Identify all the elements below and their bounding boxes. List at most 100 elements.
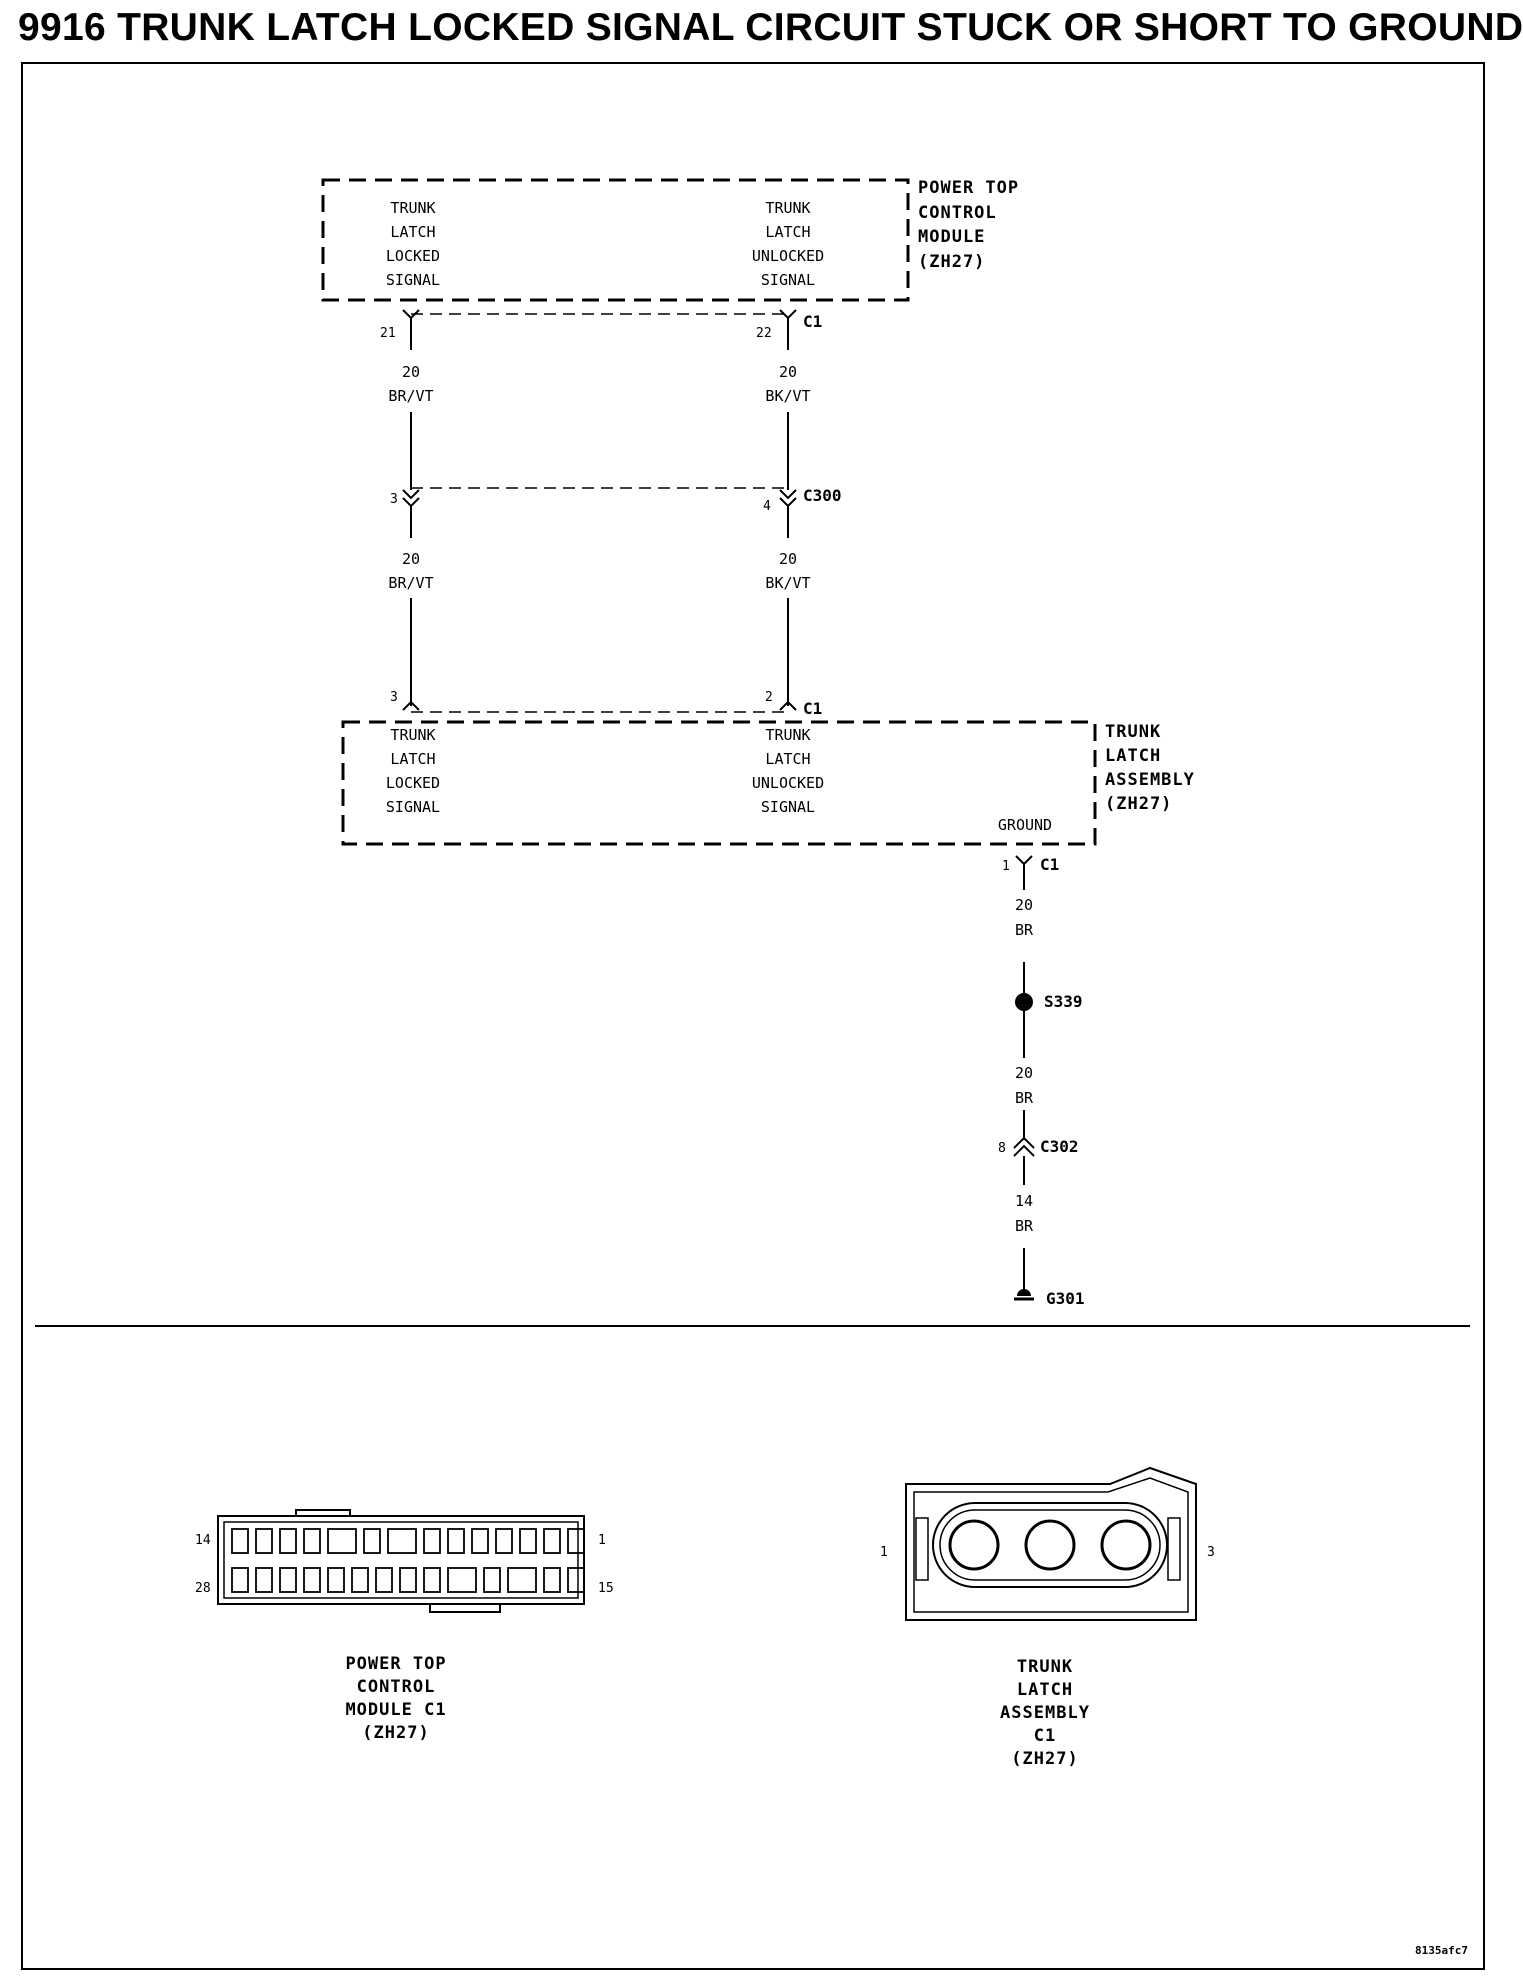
pctm-c1-bottom-cavity-7 [375, 1567, 393, 1593]
latch-module-name: TRUNK LATCH ASSEMBLY (ZH27) [1105, 722, 1194, 814]
pctm-c1-bottom-cavity-1 [231, 1567, 249, 1593]
latch-c1-caption: TRUNK LATCH ASSEMBLY C1 (ZH27) [1000, 1657, 1089, 1769]
pctm-locked-signal-label: TRUNK LATCH LOCKED SIGNAL [386, 199, 440, 289]
latch-c1-pin-cavity-1 [948, 1519, 1000, 1571]
pctm-unlocked-line2: LATCH [765, 223, 810, 241]
pctm-c1-bottom-cavity-2 [255, 1567, 273, 1593]
pctm-module-name: POWER TOP CONTROL MODULE (ZH27) [918, 178, 1019, 272]
pctm-c1-top-cavity-14 [567, 1528, 585, 1554]
pctm-c1-bottom-cavity-9 [423, 1567, 441, 1593]
latch-name-line1: TRUNK [1105, 722, 1161, 742]
pctm-c1-bottom-cavity-6 [351, 1567, 369, 1593]
pctm-name-line1: POWER TOP [918, 178, 1019, 198]
c302-connector-symbol [1013, 1136, 1035, 1157]
pctm-c1-top-cavity-7 [387, 1528, 417, 1554]
pctm-c1-pin-1: 1 [598, 1533, 606, 1548]
ground-g301-dot [1017, 1289, 1031, 1296]
pctm-pin-22: 22 [756, 326, 772, 341]
pctm-unlocked-signal-label: TRUNK LATCH UNLOCKED SIGNAL [752, 199, 824, 289]
c300-pin-3: 3 [390, 492, 398, 507]
latch-unlocked-signal-label: TRUNK LATCH UNLOCKED SIGNAL [752, 726, 824, 816]
latch-connector-c1: C1 [803, 699, 822, 718]
wire-unlocked-gauge-1: 20 [779, 363, 797, 381]
pctm-name-line3: MODULE [918, 227, 985, 247]
latch-unlocked-line1: TRUNK [765, 726, 810, 744]
pctm-c1-bottom-cavity-3 [279, 1567, 297, 1593]
latch-locked-line1: TRUNK [390, 726, 435, 744]
latch-c1-caption-line4: C1 [1034, 1726, 1056, 1746]
pctm-c1-top-pin-row [231, 1528, 585, 1554]
pctm-c1-caption-line4: (ZH27) [362, 1723, 429, 1743]
latch-locked-signal-label: TRUNK LATCH LOCKED SIGNAL [386, 726, 440, 816]
pctm-c1-connector-view [217, 1509, 585, 1613]
ground-g301-label: G301 [1046, 1289, 1085, 1308]
pctm-pin-21: 21 [380, 326, 396, 341]
ground-wire1-color: BR [1015, 921, 1034, 939]
latch-locked-line3: LOCKED [386, 774, 440, 792]
latch-pin-3: 3 [390, 690, 398, 705]
latch-c1-caption-line1: TRUNK [1017, 1657, 1073, 1677]
latch-ground-label: GROUND [998, 816, 1052, 834]
pctm-c1-top-cavity-3 [279, 1528, 297, 1554]
latch-unlocked-line3: UNLOCKED [752, 774, 824, 792]
pctm-unlocked-line3: UNLOCKED [752, 247, 824, 265]
wire-locked-gauge-2: 20 [402, 550, 420, 568]
latch-c1-housing-outer [905, 1466, 1197, 1621]
pctm-c1-caption-line2: CONTROL [357, 1677, 436, 1697]
ground-wire3-gauge: 14 [1015, 1192, 1033, 1210]
wire-locked-color-1: BR/VT [388, 387, 433, 405]
latch-pin-2: 2 [765, 690, 773, 705]
latch-c1-pin-1: 1 [880, 1545, 888, 1560]
latch-unlocked-line2: LATCH [765, 750, 810, 768]
pctm-c1-bottom-cavity-10 [447, 1567, 477, 1593]
pctm-locked-line3: LOCKED [386, 247, 440, 265]
c300-left-symbol [402, 489, 420, 508]
pctm-c1-top-cavity-2 [255, 1528, 273, 1554]
pctm-c1-bottom-cavity-4 [303, 1567, 321, 1593]
pctm-locked-line2: LATCH [390, 223, 435, 241]
latch-ground-pin-1: 1 [1002, 859, 1010, 874]
pctm-c1-bottom-cavity-14 [567, 1567, 585, 1593]
latch-unlocked-line4: SIGNAL [761, 798, 815, 816]
pctm-c1-top-cavity-8 [423, 1528, 441, 1554]
pctm-c1-top-cavity-9 [447, 1528, 465, 1554]
latch-name-line4: (ZH27) [1105, 794, 1172, 814]
pctm-name-line2: CONTROL [918, 203, 997, 223]
latch-ground-pin-symbol [1015, 855, 1033, 866]
pctm-c1-top-cavity-6 [363, 1528, 381, 1554]
latch-c1-cavity-outline [932, 1502, 1168, 1588]
latch-assembly-box [341, 720, 1097, 846]
outer-frame [21, 62, 1485, 1970]
latch-c1-pin-cavity-2 [1024, 1519, 1076, 1571]
latch-c1-left-tab [915, 1517, 929, 1581]
pctm-locked-line1: TRUNK [390, 199, 435, 217]
latch-locked-line2: LATCH [390, 750, 435, 768]
latch-ground-connector-c1: C1 [1040, 855, 1059, 874]
pctm-c1-bottom-cavity-5 [327, 1567, 345, 1593]
latch-c1-housing-inner [913, 1477, 1189, 1613]
latch-pin3-connector-symbol [402, 700, 420, 711]
latch-c1-caption-line5: (ZH27) [1011, 1749, 1078, 1769]
pctm-c1-top-cavity-5 [327, 1528, 357, 1554]
latch-c1-connector-view [905, 1466, 1197, 1621]
splice-s339-label: S339 [1044, 992, 1083, 1011]
pctm-module-box [321, 178, 910, 302]
c302-connector-label: C302 [1040, 1137, 1079, 1156]
pctm-name-line4: (ZH27) [918, 252, 985, 272]
ground-wire2-color: BR [1015, 1089, 1034, 1107]
pctm-c1-top-cavity-4 [303, 1528, 321, 1554]
pctm-c1-pin-15: 15 [598, 1581, 614, 1596]
pctm-c1-pin-28: 28 [195, 1581, 211, 1596]
pctm-c1-bottom-key [429, 1604, 501, 1613]
wire-locked-color-2: BR/VT [388, 574, 433, 592]
pctm-c1-top-cavity-12 [519, 1528, 537, 1554]
pctm-c1-pin-14: 14 [195, 1533, 211, 1548]
wire-unlocked-color-1: BK/VT [765, 387, 810, 405]
pctm-c1-top-cavity-1 [231, 1528, 249, 1554]
pctm-c1-top-cavity-11 [495, 1528, 513, 1554]
pctm-unlocked-line4: SIGNAL [761, 271, 815, 289]
pctm-locked-line4: SIGNAL [386, 271, 440, 289]
pctm-c1-top-cavity-10 [471, 1528, 489, 1554]
c302-pin-8: 8 [998, 1141, 1006, 1156]
